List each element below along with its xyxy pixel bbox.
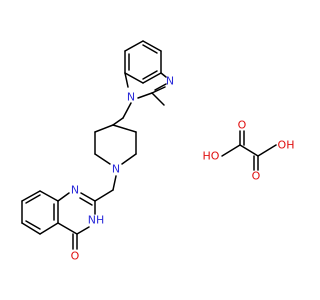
atom-o-oxalic-carbonyl-1: O <box>238 119 247 132</box>
oxalic-acid <box>221 130 277 171</box>
benzimidazole-benzene-ring <box>124 40 162 84</box>
linker-ch2-upper <box>112 102 132 126</box>
atom-oh-oxalic: OH <box>278 139 295 152</box>
atom-ho-oxalic: HO <box>203 150 220 163</box>
atom-nh-quinazoline-3: NH <box>88 214 105 227</box>
atom-o-quinazolinone: O <box>71 250 80 263</box>
linker-ch2-lower <box>94 175 117 202</box>
atom-n-quinazoline-1: N <box>71 184 79 197</box>
quinazolinone-rings <box>21 190 96 250</box>
piperidine-ring <box>94 124 137 165</box>
chemical-structure-svg: N N N N NH O HO O O OH <box>21 40 295 263</box>
structure-canvas: N N N N NH O HO O O OH <box>21 40 295 263</box>
benzimidazole-imidazole-ring <box>124 72 167 106</box>
atom-labels: N N N N NH O HO O O OH <box>71 75 295 263</box>
atom-n-piperidine: N <box>112 163 120 176</box>
atom-n-benzimidazole-1: N <box>127 91 135 104</box>
atom-n-benzimidazole-3: N <box>166 75 174 88</box>
atom-o-oxalic-carbonyl-2: O <box>252 170 261 183</box>
